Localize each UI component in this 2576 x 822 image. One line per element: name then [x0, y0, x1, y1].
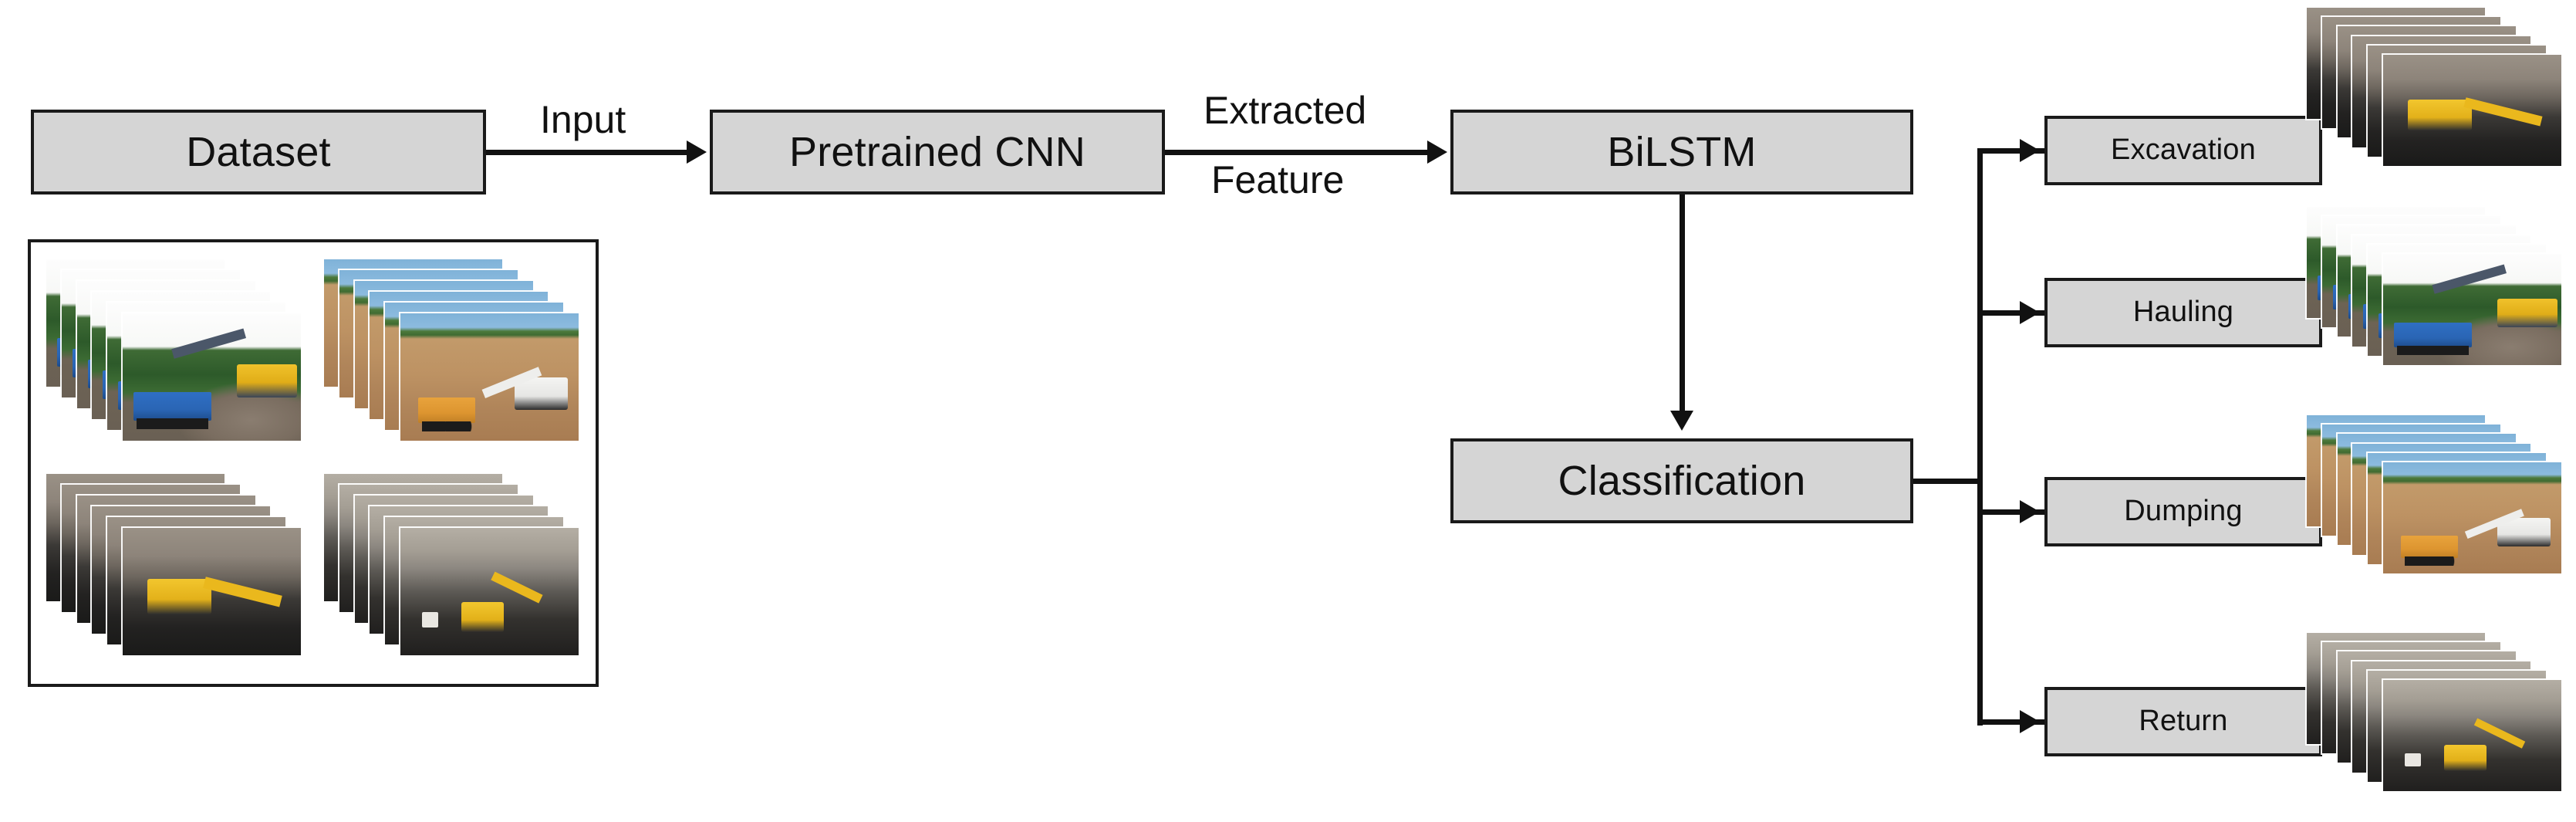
output-stack-dumping — [2307, 415, 2561, 573]
branch-arrowhead-return — [2020, 710, 2040, 733]
branch-arrowhead-excavation — [2020, 139, 2040, 162]
branch-trunk-stub — [1913, 479, 1983, 484]
scene-veh-small — [2404, 753, 2421, 767]
edge-bilstm-to-classification-arrowhead — [1670, 411, 1693, 431]
scene-veh-exc — [461, 601, 504, 633]
node-classification[interactable]: Classification — [1450, 438, 1913, 523]
scene-veh-exc — [514, 377, 569, 411]
node-bilstm[interactable]: BiLSTM — [1450, 110, 1913, 195]
scene-veh-arm — [491, 571, 543, 604]
frame-scene — [2383, 462, 2561, 573]
video-frame — [2383, 680, 2561, 791]
scene-veh-exc — [2443, 744, 2487, 772]
branch-line-dumping — [1977, 509, 2048, 515]
branch-arrowhead-hauling — [2020, 301, 2040, 324]
scene-veh-arm — [2463, 96, 2543, 127]
frame-scene — [400, 528, 579, 655]
class-box-dumping[interactable]: Dumping — [2044, 477, 2322, 546]
dataset-sample-yellow-excavator-coal — [46, 474, 301, 655]
frame-scene — [123, 528, 301, 655]
scene-veh-truck — [133, 392, 212, 430]
scene-veh-exc — [147, 579, 212, 615]
video-frame — [400, 528, 579, 655]
video-frame — [2383, 462, 2561, 573]
edge-bilstm-to-classification-line — [1680, 195, 1685, 414]
dataset-sample-white-excavator-sand — [324, 259, 579, 441]
class-box-hauling[interactable]: Hauling — [2044, 278, 2322, 347]
node-pretrained-cnn[interactable]: Pretrained CNN — [710, 110, 1165, 195]
scene-veh-arm — [203, 576, 282, 607]
edge-dataset-to-cnn-arrowhead — [687, 140, 707, 164]
branch-line-excavation — [1977, 148, 2048, 154]
scene-veh-arm — [2432, 264, 2507, 294]
branch-trunk-vertical — [1977, 148, 1983, 726]
dataset-sample-blue-truck-excavator — [46, 259, 301, 441]
video-frame — [123, 313, 301, 441]
branch-line-return — [1977, 719, 2048, 725]
scene-veh-truck — [418, 397, 475, 432]
scene-veh-small — [421, 611, 438, 627]
edge-label-feature: Feature — [1211, 158, 1345, 201]
video-frame — [123, 528, 301, 655]
frame-scene — [2383, 680, 2561, 791]
scene-veh-exc — [2497, 298, 2558, 328]
output-stack-excavation — [2307, 8, 2561, 166]
scene-veh-truck — [2393, 323, 2473, 355]
video-frame — [2383, 55, 2561, 166]
frame-scene — [400, 313, 579, 441]
node-dataset[interactable]: Dataset — [31, 110, 486, 195]
frame-scene — [2383, 254, 2561, 365]
scene-veh-exc — [2408, 99, 2473, 130]
edge-label-extracted: Extracted — [1204, 89, 1367, 132]
scene-veh-arm — [170, 328, 246, 360]
class-box-excavation[interactable]: Excavation — [2044, 116, 2322, 185]
edge-dataset-to-cnn-line — [486, 150, 688, 155]
edge-cnn-to-bilstm-line — [1165, 150, 1429, 155]
output-stack-hauling — [2307, 207, 2561, 365]
dataset-sample-yellow-excavator-field — [324, 474, 579, 655]
video-frame — [400, 313, 579, 441]
output-stack-return — [2307, 633, 2561, 791]
edge-cnn-to-bilstm-arrowhead — [1427, 140, 1447, 164]
video-frame — [2383, 254, 2561, 365]
edge-label-input: Input — [540, 98, 626, 141]
class-box-return[interactable]: Return — [2044, 687, 2322, 756]
scene-veh-exc — [236, 364, 298, 397]
branch-line-hauling — [1977, 310, 2048, 316]
dataset-sample-panel — [28, 239, 599, 687]
frame-scene — [2383, 55, 2561, 166]
branch-arrowhead-dumping — [2020, 500, 2040, 523]
frame-scene — [123, 313, 301, 441]
scene-veh-arm — [2473, 718, 2526, 749]
scene-veh-truck — [2401, 536, 2458, 566]
